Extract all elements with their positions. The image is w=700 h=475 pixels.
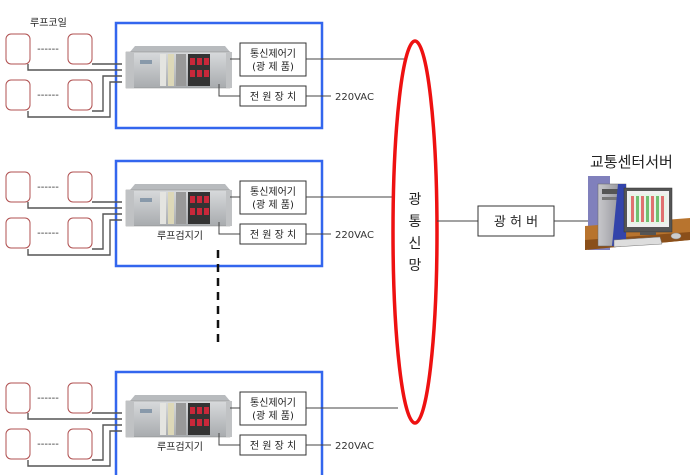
loop-coil xyxy=(67,33,93,65)
optical-network-ellipse xyxy=(391,39,439,425)
network-label-4: 망 xyxy=(409,258,422,274)
loop-coil xyxy=(67,382,93,414)
comm-controller-label: 통신제어기 xyxy=(250,186,296,198)
station-1: ------ ------ 통신제어기(광 제 품) 전 원 장 치 220VAC xyxy=(5,21,405,130)
loop-coil xyxy=(5,382,31,414)
station-3: ------ ------ 통신제어기(광 제 품) 전 원 장 치 220VAC 루프검… xyxy=(5,370,398,475)
loop-detector-label: 루프검지기 xyxy=(157,441,203,453)
comm-controller-sublabel: (광 제 품) xyxy=(252,199,294,211)
coil-wire xyxy=(92,75,122,112)
coil-wire xyxy=(92,424,122,461)
loop-detector-rack-icon xyxy=(125,46,232,89)
loop-coil xyxy=(67,171,93,203)
comm-controller-sublabel: (광 제 품) xyxy=(252,61,294,73)
loop-detector-rack-icon xyxy=(125,184,232,227)
comm-controller-label: 통신제어기 xyxy=(250,397,296,409)
comm-controller-box xyxy=(239,391,307,426)
loop-coil xyxy=(67,217,93,249)
optical-hub-label: 광 허 버 xyxy=(494,215,538,230)
coil-wire xyxy=(27,64,122,71)
loop-detector-rack-icon xyxy=(125,395,232,438)
coil-wire xyxy=(27,430,122,467)
coil-dots: ------ xyxy=(37,90,59,101)
coil-dots: ------ xyxy=(37,182,59,193)
power-supply-label: 전 원 장 치 xyxy=(250,440,296,452)
network-label-2: 통 xyxy=(409,214,422,230)
coil-dots: ------ xyxy=(37,439,59,450)
voltage-label: 220VAC xyxy=(335,230,374,241)
power-supply-label: 전 원 장 치 xyxy=(250,229,296,241)
coil-dots: ------ xyxy=(37,228,59,239)
loop-coil xyxy=(5,428,31,460)
loop-coil xyxy=(67,428,93,460)
loop-detector-label: 루프검지기 xyxy=(157,230,203,242)
network-label-3: 신 xyxy=(409,236,422,252)
loop-coil xyxy=(5,217,31,249)
coil-dots: ------ xyxy=(37,393,59,404)
coil-wire xyxy=(27,202,122,209)
network-label-1: 광 xyxy=(409,192,422,208)
coil-wire xyxy=(27,219,122,256)
loop-coil xyxy=(67,79,93,111)
comm-controller-sublabel: (광 제 품) xyxy=(252,410,294,422)
station-2: ------ ------ 통신제어기(광 제 품) 전 원 장 치 220VAC 루프검… xyxy=(5,159,393,268)
coil-wire xyxy=(27,413,122,420)
loop-coil xyxy=(5,79,31,111)
loop-coil xyxy=(5,171,31,203)
coil-wire xyxy=(27,81,122,118)
coil-dots: ------ xyxy=(37,44,59,55)
power-supply-label: 전 원 장 치 xyxy=(250,91,296,103)
coil-wire xyxy=(92,213,122,250)
comm-controller-label: 통신제어기 xyxy=(250,48,296,60)
server-label: 교통센터서버 xyxy=(590,153,673,171)
server-workstation-icon xyxy=(585,176,690,250)
voltage-label: 220VAC xyxy=(335,441,374,452)
loop-coil xyxy=(5,33,31,65)
voltage-label: 220VAC xyxy=(335,92,374,103)
loop-coil-label: 루프코일 xyxy=(30,17,67,29)
